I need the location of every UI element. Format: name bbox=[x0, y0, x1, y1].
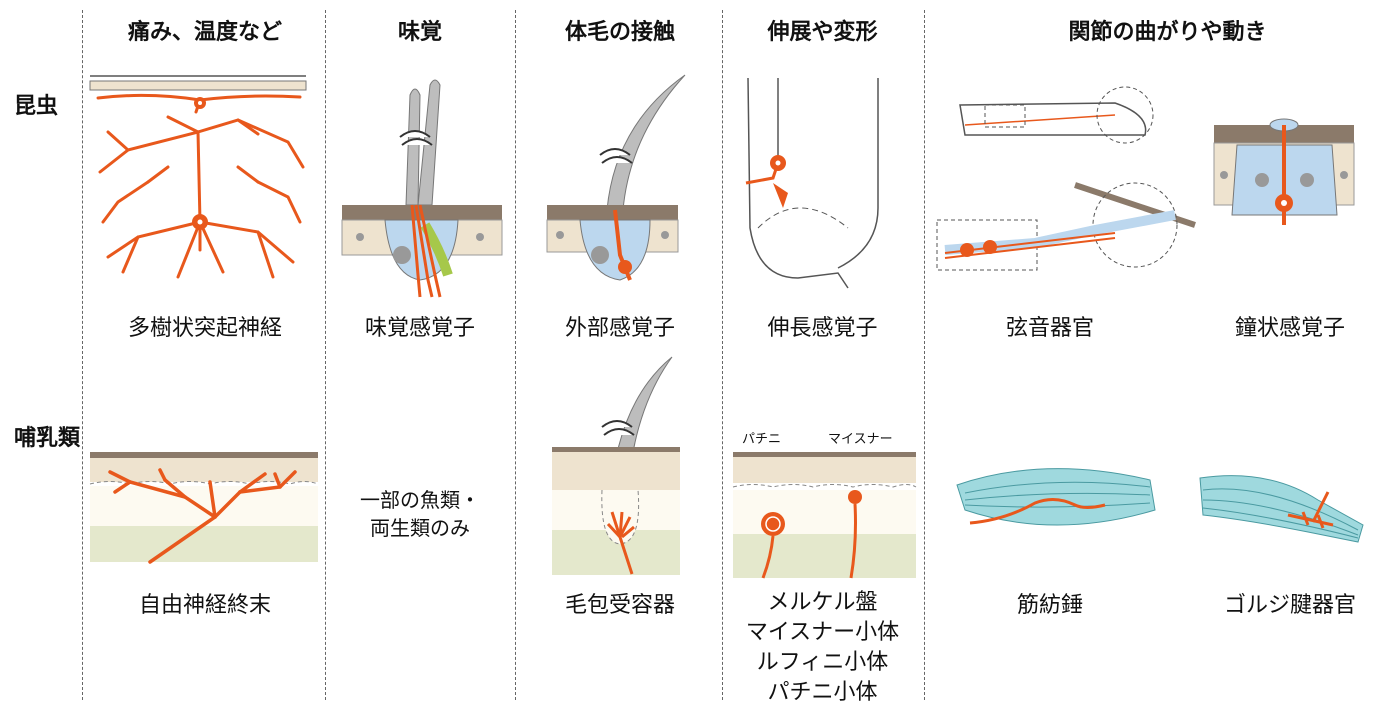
caption-taste-fish-line2: 両生類のみ bbox=[370, 516, 470, 540]
free-nerve-ending-illustration bbox=[89, 452, 319, 564]
caption-ruffini: ルフィニ小体 bbox=[756, 650, 889, 675]
caption-campaniform: 鐘状感覚子 bbox=[1234, 316, 1345, 341]
caption-multidendritic: 多樹状突起神経 bbox=[127, 316, 282, 341]
caption-golgi-tendon: ゴルジ腱器官 bbox=[1223, 593, 1356, 618]
campaniform-sensillum-illustration bbox=[1213, 118, 1355, 225]
header-stretch: 伸展や変形 bbox=[767, 20, 878, 45]
hair-follicle-receptor-illustration bbox=[552, 356, 680, 575]
caption-merkel: メルケル盤 bbox=[767, 590, 878, 615]
caption-meissner: マイスナー小体 bbox=[745, 620, 900, 645]
muscle-spindle-illustration bbox=[956, 468, 1156, 526]
golgi-tendon-organ-illustration bbox=[1199, 475, 1364, 543]
caption-external: 外部感覚子 bbox=[564, 316, 675, 341]
label-pacini: パチニ bbox=[742, 432, 782, 447]
column-divider bbox=[515, 10, 516, 700]
column-divider bbox=[924, 10, 925, 700]
header-hair-contact: 体毛の接触 bbox=[564, 20, 675, 45]
caption-hair-follicle: 毛包受容器 bbox=[564, 593, 675, 618]
caption-free-nerve-ending: 自由神経終末 bbox=[138, 593, 271, 618]
caption-stretch: 伸長感覚子 bbox=[767, 316, 878, 341]
skin-mechanoreceptor-illustration bbox=[732, 452, 917, 579]
row-label-insect: 昆虫 bbox=[14, 94, 59, 119]
label-meissner: マイスナー bbox=[828, 432, 893, 447]
column-divider bbox=[722, 10, 723, 700]
header-joint: 関節の曲がりや動き bbox=[1068, 20, 1267, 45]
header-taste: 味覚 bbox=[397, 20, 442, 45]
caption-taste-fish-line1: 一部の魚類・ bbox=[360, 488, 480, 512]
gustatory-sensillum-illustration bbox=[341, 79, 503, 298]
external-sensillum-illustration bbox=[546, 74, 686, 281]
caption-chordotonal: 弦音器官 bbox=[1005, 316, 1094, 341]
column-divider bbox=[82, 10, 83, 700]
multidendritic-neuron-illustration bbox=[89, 75, 307, 279]
column-divider bbox=[325, 10, 326, 700]
caption-pacinian: パチニ小体 bbox=[767, 680, 878, 705]
stretch-receptor-illustration bbox=[745, 77, 879, 289]
chordotonal-organ-illustration bbox=[936, 86, 1196, 271]
caption-gustatory: 味覚感覚子 bbox=[364, 316, 475, 341]
caption-muscle-spindle: 筋紡錘 bbox=[1016, 593, 1083, 618]
header-pain: 痛み、温度など bbox=[127, 20, 282, 45]
row-label-mammal: 哺乳類 bbox=[14, 426, 81, 451]
